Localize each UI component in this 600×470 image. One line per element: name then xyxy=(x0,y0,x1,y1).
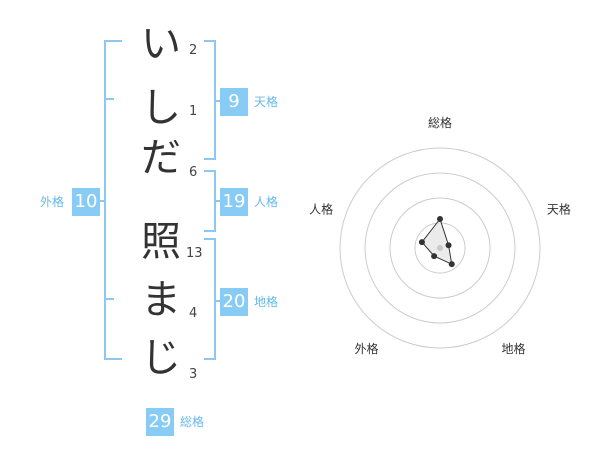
name-char-3: だ xyxy=(141,135,181,181)
chikaku-connector xyxy=(214,300,222,302)
gaikaku-connector xyxy=(98,200,106,202)
radar-axis-label: 総格 xyxy=(428,115,452,130)
radar-series-area xyxy=(421,217,453,266)
name-char-1: い xyxy=(141,21,181,67)
radar-ring xyxy=(389,197,491,299)
radar-point-4 xyxy=(431,253,438,260)
gaikaku-value-badge: 10 xyxy=(72,188,100,216)
radar-axis-label: 外格 xyxy=(355,341,379,356)
chikaku-bracket xyxy=(204,238,216,360)
radar-point-3 xyxy=(448,261,455,268)
tenkaku-label: 天格 xyxy=(254,95,279,109)
radar-point-2 xyxy=(445,242,452,249)
tenkaku-value-badge: 9 xyxy=(220,88,248,116)
radar-axis-label: 天格 xyxy=(547,201,571,216)
stroke-count-5: 4 xyxy=(189,306,198,321)
radar-axis-label: 地格 xyxy=(501,341,525,356)
name-char-5: ま xyxy=(141,277,181,323)
soukaku-label: 総格 xyxy=(180,415,205,429)
radar-point-5 xyxy=(418,239,425,246)
jinkaku-value-badge: 19 xyxy=(220,188,248,216)
stroke-count-6: 3 xyxy=(189,367,198,382)
name-char-4: 照 xyxy=(141,219,181,265)
radar-ring xyxy=(339,147,541,349)
soukaku-value-badge: 29 xyxy=(146,408,174,436)
stroke-count-4: 13 xyxy=(186,246,203,261)
radar-point-1 xyxy=(437,216,443,222)
name-char-2: し xyxy=(141,85,181,131)
stroke-count-2: 1 xyxy=(189,104,198,119)
stroke-count-1: 2 xyxy=(189,43,198,58)
name-char-6: じ xyxy=(141,335,181,381)
radar-ring xyxy=(364,172,516,324)
tenkaku-connector xyxy=(214,100,222,102)
jinkaku-label: 人格 xyxy=(254,195,279,209)
chikaku-label: 地格 xyxy=(254,295,279,309)
radar-center-dot xyxy=(437,245,443,251)
stroke-count-3: 6 xyxy=(189,165,198,180)
chikaku-value-badge: 20 xyxy=(220,288,248,316)
gaikaku-bracket-tick xyxy=(104,98,114,100)
radar-axis-label: 人格 xyxy=(309,201,333,216)
gaikaku-bracket-tick xyxy=(104,298,114,300)
jinkaku-connector xyxy=(214,200,222,202)
gaikaku-label: 外格 xyxy=(40,195,65,209)
